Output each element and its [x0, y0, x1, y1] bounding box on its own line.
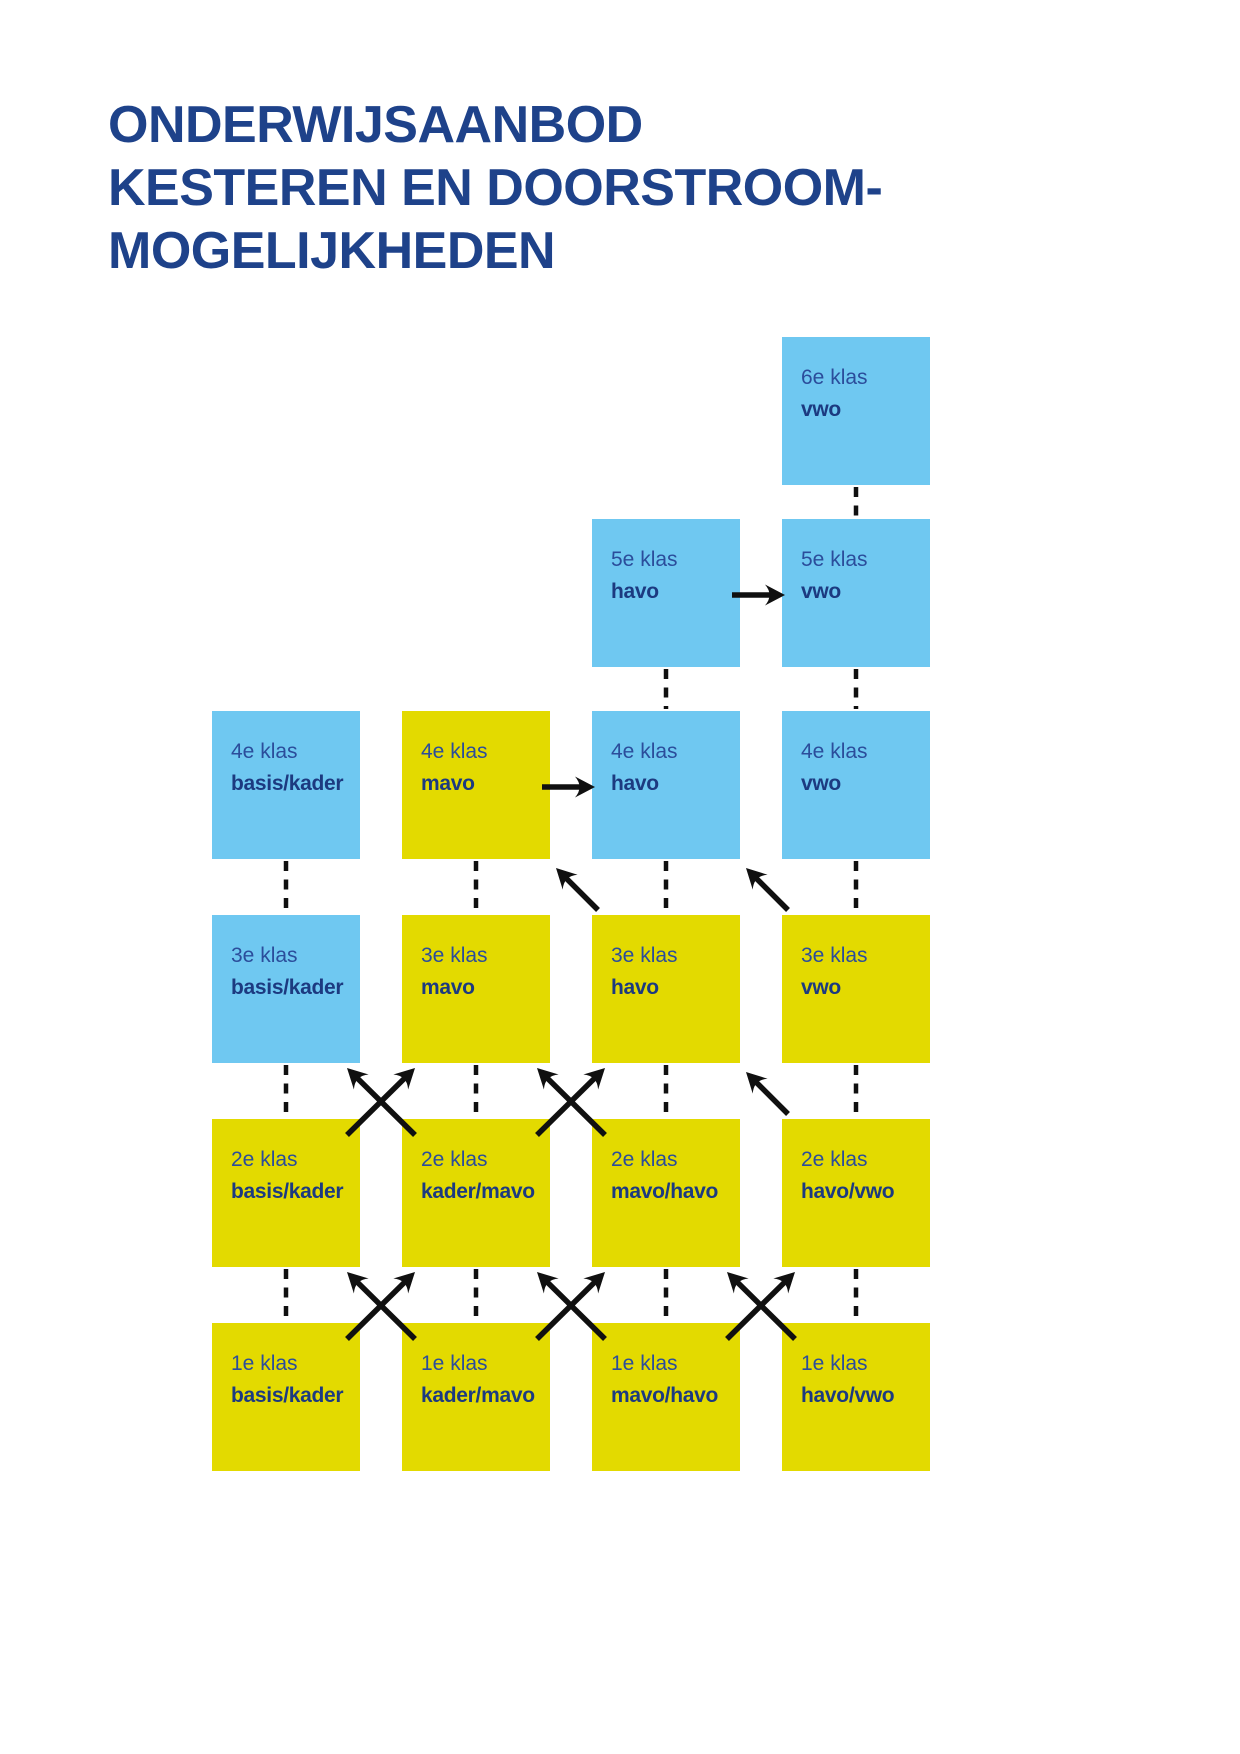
class-year-label: 1e klas	[231, 1352, 298, 1375]
track-label: vwo	[801, 580, 841, 603]
class-box-2e-mavo-havo: 2e klas mavo/havo	[592, 1119, 740, 1267]
class-year-label: 2e klas	[231, 1148, 298, 1171]
class-box-1e-mavo-havo: 1e klas mavo/havo	[592, 1323, 740, 1471]
class-year-label: 2e klas	[801, 1148, 868, 1171]
track-label: basis/kader	[231, 1384, 344, 1407]
class-year-label: 3e klas	[611, 944, 678, 967]
class-year-label: 5e klas	[611, 548, 678, 571]
class-year-label: 4e klas	[421, 740, 488, 763]
class-box-3e-basis-kader: 3e klas basis/kader	[212, 915, 360, 1063]
class-year-label: 4e klas	[801, 740, 868, 763]
class-year-label: 1e klas	[421, 1352, 488, 1375]
page-title-line-3: MOGELIJKHEDEN	[108, 222, 556, 280]
class-box-1e-havo-vwo: 1e klas havo/vwo	[782, 1323, 930, 1471]
page-title-line-2: KESTEREN EN DOORSTROOM-	[108, 159, 883, 217]
class-year-label: 6e klas	[801, 366, 868, 389]
class-year-label: 2e klas	[421, 1148, 488, 1171]
page-title-line-1: ONDERWIJSAANBOD	[108, 96, 643, 154]
track-label: basis/kader	[231, 976, 344, 999]
track-label: havo/vwo	[801, 1384, 895, 1407]
class-year-label: 4e klas	[231, 740, 298, 763]
page-title: ONDERWIJSAANBOD KESTEREN EN DOORSTROOM- …	[108, 94, 883, 283]
track-label: vwo	[801, 398, 841, 421]
class-box-3e-mavo: 3e klas mavo	[402, 915, 550, 1063]
track-label: havo	[611, 772, 659, 795]
class-box-3e-vwo: 3e klas vwo	[782, 915, 930, 1063]
track-label: mavo	[421, 772, 475, 795]
class-year-label: 5e klas	[801, 548, 868, 571]
class-year-label: 3e klas	[801, 944, 868, 967]
track-label: mavo/havo	[611, 1180, 719, 1203]
class-year-label: 4e klas	[611, 740, 678, 763]
class-box-5e-vwo: 5e klas vwo	[782, 519, 930, 667]
class-box-2e-kader-mavo: 2e klas kader/mavo	[402, 1119, 550, 1267]
class-box-4e-mavo: 4e klas mavo	[402, 711, 550, 859]
class-box-1e-basis-kader: 1e klas basis/kader	[212, 1323, 360, 1471]
track-label: basis/kader	[231, 772, 344, 795]
class-year-label: 1e klas	[611, 1352, 678, 1375]
track-label: kader/mavo	[421, 1180, 535, 1203]
track-label: vwo	[801, 976, 841, 999]
track-label: kader/mavo	[421, 1384, 535, 1407]
track-label: basis/kader	[231, 1180, 344, 1203]
class-box-2e-havo-vwo: 2e klas havo/vwo	[782, 1119, 930, 1267]
track-label: mavo/havo	[611, 1384, 719, 1407]
class-year-label: 1e klas	[801, 1352, 868, 1375]
class-box-3e-havo: 3e klas havo	[592, 915, 740, 1063]
class-box-2e-basis-kader: 2e klas basis/kader	[212, 1119, 360, 1267]
class-box-1e-kader-mavo: 1e klas kader/mavo	[402, 1323, 550, 1471]
track-label: havo/vwo	[801, 1180, 895, 1203]
class-box-4e-basis-kader: 4e klas basis/kader	[212, 711, 360, 859]
track-label: havo	[611, 976, 659, 999]
class-box-5e-havo: 5e klas havo	[592, 519, 740, 667]
class-box-4e-vwo: 4e klas vwo	[782, 711, 930, 859]
class-year-label: 2e klas	[611, 1148, 678, 1171]
class-box-4e-havo: 4e klas havo	[592, 711, 740, 859]
track-label: vwo	[801, 772, 841, 795]
class-box-6e-vwo: 6e klas vwo	[782, 337, 930, 485]
track-label: mavo	[421, 976, 475, 999]
class-year-label: 3e klas	[231, 944, 298, 967]
class-year-label: 3e klas	[421, 944, 488, 967]
track-label: havo	[611, 580, 659, 603]
